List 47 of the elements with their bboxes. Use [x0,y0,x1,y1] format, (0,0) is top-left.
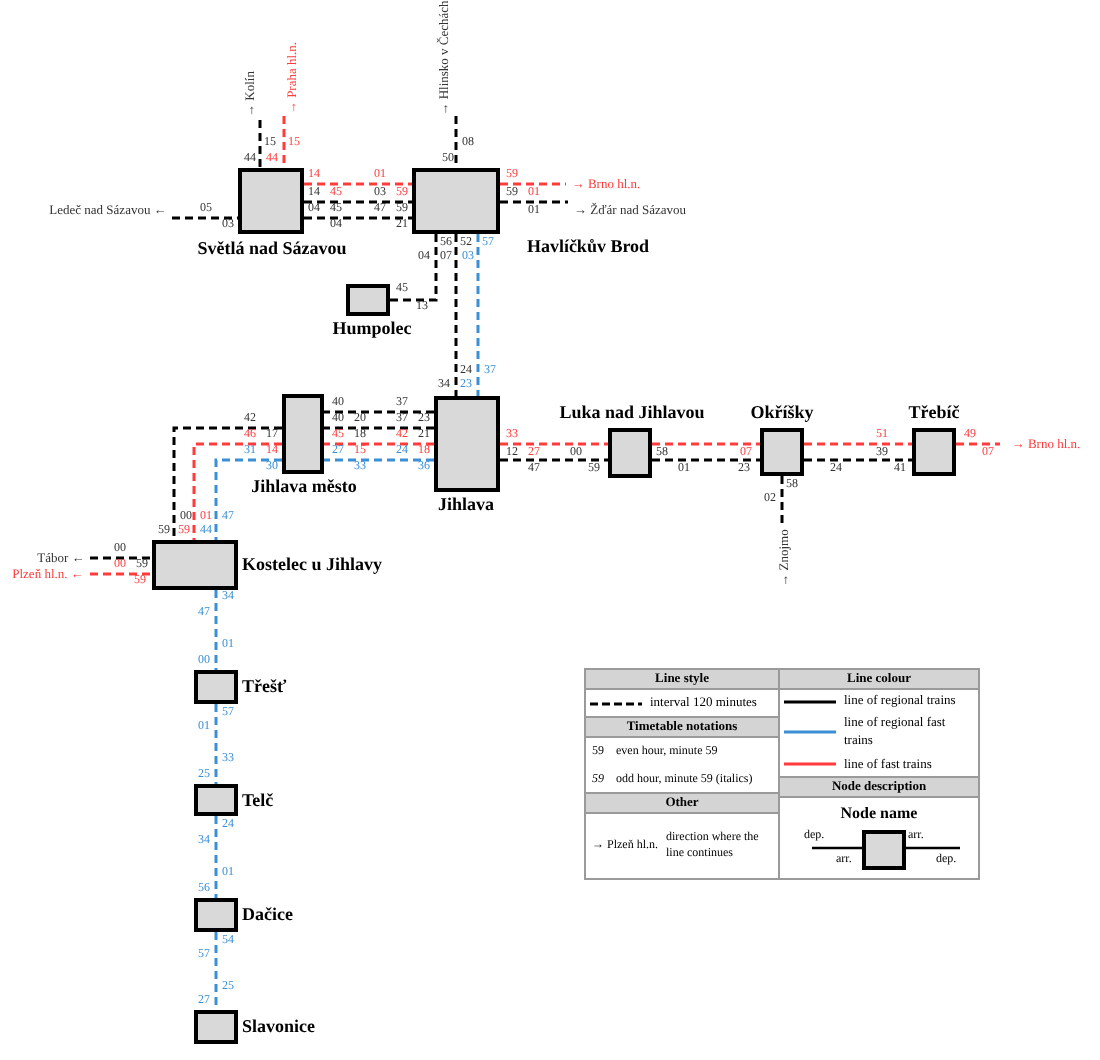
station-name: Humpolec [330,318,414,340]
dashed-track-line [214,704,218,784]
dashed-track-line [652,458,760,462]
station-name: Luka nad Jihlavou [557,402,707,424]
station-name: Slavonice [242,1016,318,1038]
station-name: Dačice [242,904,295,926]
station-name: Jihlava [435,494,496,516]
station-name: Kostelec u Jihlavy [242,554,384,576]
dashed-track-line [324,442,434,446]
dashed-track-line [324,458,434,462]
dashed-track-line [214,932,218,1010]
station-name: Jihlava město [249,476,359,498]
station-name: Třebíč [906,402,962,424]
dashed-track-line [324,426,434,430]
dashed-track-line [804,458,912,462]
dashed-track-line [304,182,412,186]
station-name: Třešť [242,676,289,698]
dashed-track-line [192,442,282,540]
dashed-track-line [780,476,784,524]
dashed-track-line [304,200,412,204]
dashed-track-line [454,234,458,396]
dashed-track-line [804,442,912,446]
dashed-track-line [214,458,282,540]
dashed-track-line [324,410,434,414]
dashed-track-line [454,116,458,168]
dashed-track-line [956,442,1000,446]
dashed-track-line [90,572,152,576]
dashed-track-line [172,216,238,220]
dashed-track-line [500,182,566,186]
dashed-track-line [282,116,286,168]
dashed-track-line [258,120,262,168]
dashed-track-line [214,816,218,898]
dashed-track-line [500,458,608,462]
station-name: Okříšky [748,402,816,424]
dashed-track-line [476,234,480,396]
dashed-track-line [214,590,218,670]
dashed-track-line [390,234,438,302]
dashed-track-line [90,556,152,560]
node-name-sample: Node name [838,804,920,824]
station-name: Telč [242,790,276,812]
dashed-track-line [652,442,760,446]
station-name: Havlíčkův Brod [524,236,652,258]
dashed-track-line [500,200,568,204]
dashed-track-line [304,216,412,220]
station-name: Světlá nad Sázavou [195,238,349,260]
dashed-track-line [500,442,608,446]
dashed-track-line [172,426,282,540]
